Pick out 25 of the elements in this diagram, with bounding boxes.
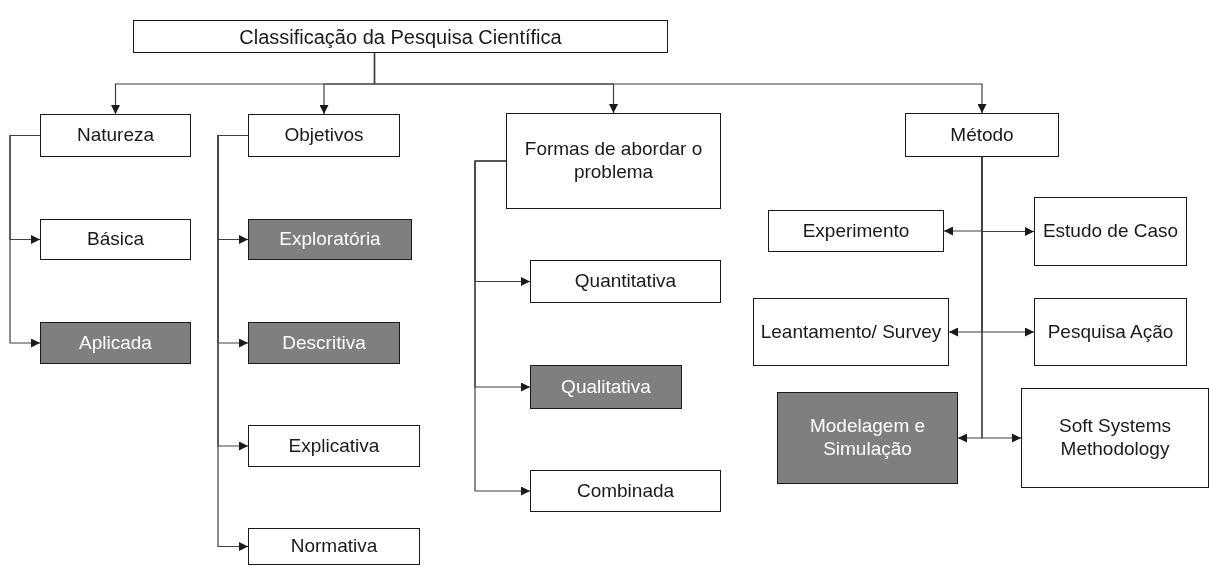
category-box: Formas de abordar o problema (506, 113, 721, 209)
category-box: Explicativa (248, 425, 420, 467)
category-box: Pesquisa Ação (1034, 298, 1187, 366)
category-box: Estudo de Caso (1034, 197, 1187, 266)
category-box: Básica (40, 219, 191, 260)
category-box: Objetivos (248, 114, 400, 157)
category-box: Experimento (768, 210, 944, 252)
category-box: Leantamento/ Survey (753, 298, 949, 366)
category-box: Exploratória (248, 219, 412, 260)
title-box: Classificação da Pesquisa Científica (133, 20, 668, 53)
category-box: Qualitativa (530, 365, 682, 409)
category-box: Método (905, 113, 1059, 157)
category-box: Combinada (530, 470, 721, 512)
connector-arrow (9, 134, 41, 348)
category-box: Aplicada (40, 322, 191, 364)
category-box: Modelagem e Simulação (777, 392, 958, 484)
category-box: Quantitativa (530, 260, 721, 303)
category-box: Natureza (40, 114, 191, 157)
connector-arrow (217, 134, 249, 551)
category-box: Normativa (248, 528, 420, 565)
connector-arrow (373, 52, 987, 114)
connector-arrow (981, 156, 1022, 443)
category-box: Descritiva (248, 322, 400, 364)
connector-arrow (474, 160, 531, 496)
category-box: Soft Systems Methodology (1021, 388, 1209, 488)
